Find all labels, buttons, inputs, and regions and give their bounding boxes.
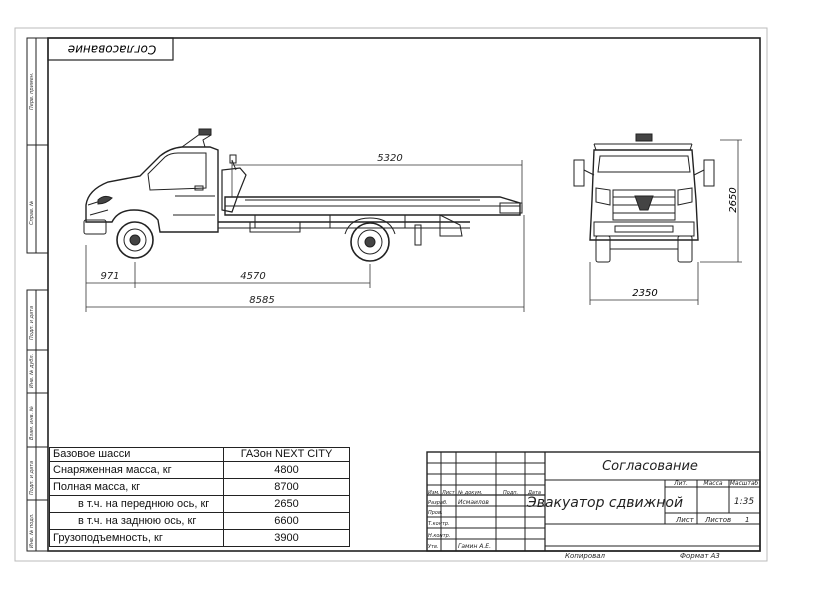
- title-block: [426, 451, 761, 552]
- table-row: в т.ч. на переднюю ось, кг 2650: [49, 495, 350, 513]
- left-margin: [26, 37, 49, 552]
- col-mass: Масса: [703, 480, 722, 487]
- spec-value: 2650: [223, 495, 350, 513]
- scale-value: 1:35: [734, 497, 754, 507]
- spec-label: Грузоподъемность, кг: [49, 529, 224, 547]
- table-row: Грузоподъемность, кг 3900: [49, 529, 350, 547]
- sheets-label: Листов: [704, 516, 731, 524]
- spec-label: Снаряженная масса, кг: [49, 461, 224, 479]
- tb-approver: Гамин А.Е.: [458, 543, 491, 550]
- spec-label: в т.ч. на переднюю ось, кг: [49, 495, 224, 513]
- spec-header-value: ГАЗон NEXT CITY: [223, 447, 350, 462]
- dim-platform-length: 5320: [377, 153, 402, 164]
- table-row: в т.ч. на заднюю ось, кг 6600: [49, 512, 350, 530]
- sheets-value: 1: [745, 516, 749, 524]
- truck-front-view: [573, 133, 715, 263]
- tb-col-list: Лист: [441, 490, 456, 496]
- tb-row-razrab: Разраб.: [428, 500, 448, 506]
- tb-row-utv: Утв.: [428, 544, 439, 550]
- tb-col-date: Дата: [527, 490, 541, 496]
- spec-value: 8700: [223, 478, 350, 496]
- col-lit: Лит.: [673, 480, 688, 487]
- col-scale: Масштаб: [730, 480, 759, 487]
- tb-row-tkontr: Т.контр.: [428, 521, 450, 527]
- tb-col-sign: Подп.: [503, 490, 518, 496]
- spec-table-header: Базовое шасси ГАЗон NEXT CITY: [49, 447, 350, 462]
- dim-wheelbase: 4570: [240, 271, 265, 282]
- tb-format: Формат А3: [680, 552, 720, 560]
- spec-label: Полная масса, кг: [49, 478, 224, 496]
- margin-label-3: Подп. и дата: [29, 306, 35, 340]
- margin-label-6: Подп. и дата: [29, 461, 35, 495]
- tb-copied: Копировал: [565, 552, 606, 560]
- dim-overall-length: 8585: [249, 295, 274, 306]
- tb-row-prov: Пров.: [428, 510, 443, 516]
- spec-value: 3900: [223, 529, 350, 547]
- spec-header-label: Базовое шасси: [49, 447, 224, 462]
- side-dimensions: [85, 160, 525, 312]
- table-row: Полная масса, кг 8700: [49, 478, 350, 496]
- doc-code: Согласование: [602, 459, 698, 474]
- sheet-label: Лист: [675, 516, 695, 524]
- tb-col-izm: Изм.: [428, 490, 440, 496]
- margin-label-2: Справ. №: [29, 201, 35, 225]
- margin-label-5: Взам. инв. №: [29, 406, 35, 440]
- spec-value: 6600: [223, 512, 350, 530]
- dim-track-width: 2350: [632, 288, 657, 299]
- front-dimensions: [589, 139, 742, 305]
- tb-developer: Исмаилов: [458, 499, 489, 506]
- svg-text:Согласование: Согласование: [68, 43, 156, 57]
- truck-side-view: [83, 128, 523, 262]
- table-row: Снаряженная масса, кг 4800: [49, 461, 350, 479]
- dim-overall-height: 2650: [728, 187, 739, 212]
- dim-front-overhang: 971: [100, 271, 119, 282]
- tb-row-nkontr: Н.контр.: [428, 533, 450, 539]
- spec-table: Базовое шасси ГАЗон NEXT CITY Снаряженна…: [49, 447, 350, 547]
- spec-value: 4800: [223, 461, 350, 479]
- drawing-title: Эвакуатор сдвижной: [526, 495, 683, 511]
- margin-label-4: Инв. № дубл.: [29, 354, 35, 388]
- margin-label-7: Инв. № подл.: [29, 514, 35, 549]
- margin-label-1: Перв. примен.: [29, 72, 35, 110]
- top-stamp: Согласование: [47, 37, 174, 61]
- tb-col-doc: № докум.: [457, 490, 483, 496]
- spec-label: в т.ч. на заднюю ось, кг: [49, 512, 224, 530]
